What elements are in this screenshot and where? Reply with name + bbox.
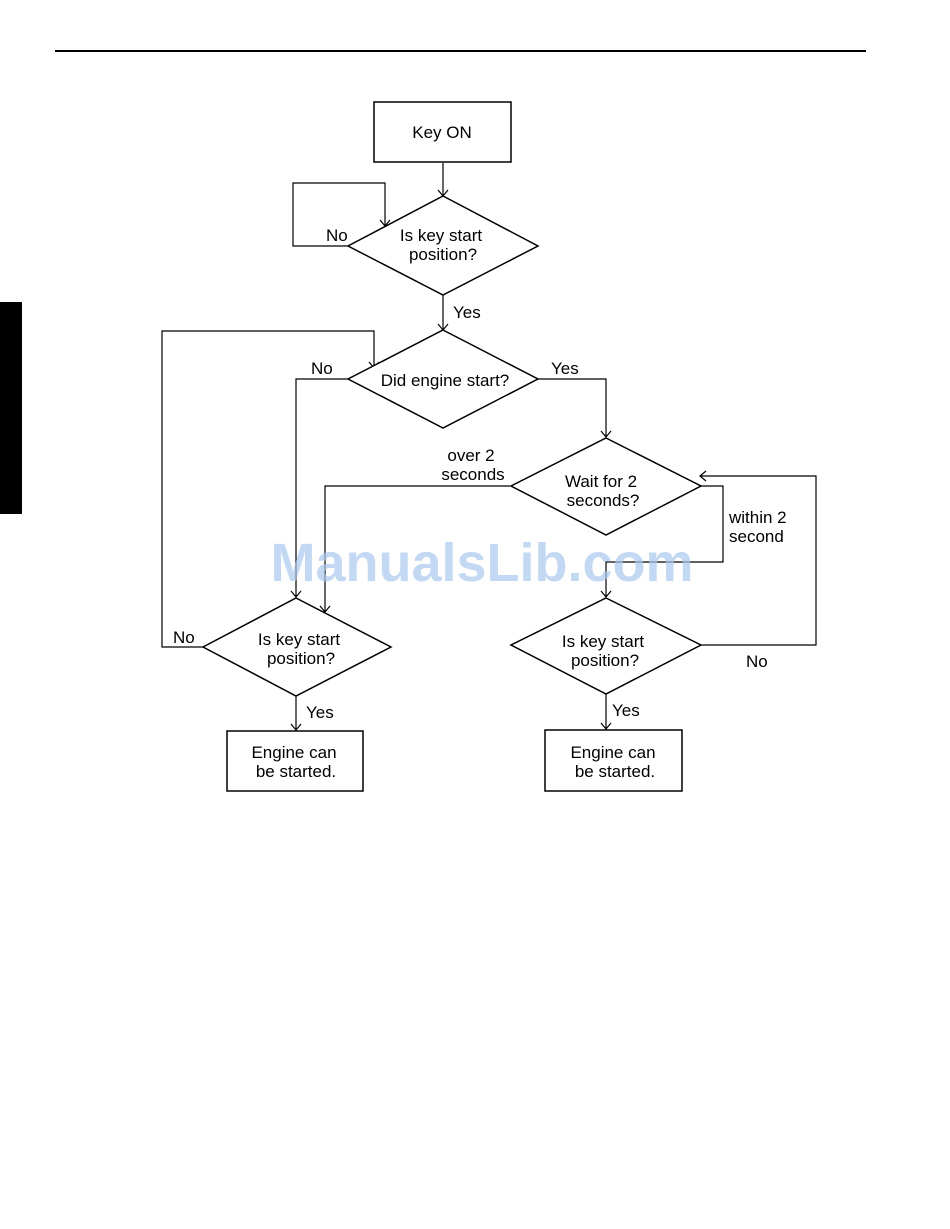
label-within-2-line2: second <box>729 527 784 546</box>
connector-engine-yes <box>538 379 606 437</box>
decision-key-start-1-line1: Is key start <box>400 226 482 245</box>
decision-key-start-left-line2: position? <box>267 649 335 668</box>
result-right-line2: be started. <box>575 762 655 781</box>
label-no-key-start-left: No <box>173 628 195 647</box>
label-yes-key-start-right: Yes <box>612 701 640 720</box>
decision-key-start-1-line2: position? <box>409 245 477 264</box>
label-over-2-line2: seconds <box>441 465 504 484</box>
key-on-text: Key ON <box>412 123 472 142</box>
result-left-line2: be started. <box>256 762 336 781</box>
watermark: ManualsLib.com <box>270 533 693 593</box>
label-yes-engine-start: Yes <box>551 359 579 378</box>
decision-wait-line2: seconds? <box>567 491 640 510</box>
result-left-line1: Engine can <box>251 743 336 762</box>
label-no-engine-start: No <box>311 359 333 378</box>
label-no-key-start-1: No <box>326 226 348 245</box>
decision-key-start-right-line2: position? <box>571 651 639 670</box>
decision-key-start-right-line1: Is key start <box>562 632 644 651</box>
label-yes-key-start-1: Yes <box>453 303 481 322</box>
decision-engine-start-text: Did engine start? <box>381 371 510 390</box>
label-no-key-start-right: No <box>746 652 768 671</box>
label-within-2-line1: within 2 <box>728 508 787 527</box>
connector-right-no-loop <box>700 476 816 645</box>
label-yes-key-start-left: Yes <box>306 703 334 722</box>
decision-key-start-left-line1: Is key start <box>258 630 340 649</box>
label-over-2-line1: over 2 <box>447 446 494 465</box>
result-right-line1: Engine can <box>570 743 655 762</box>
decision-wait-line1: Wait for 2 <box>565 472 637 491</box>
